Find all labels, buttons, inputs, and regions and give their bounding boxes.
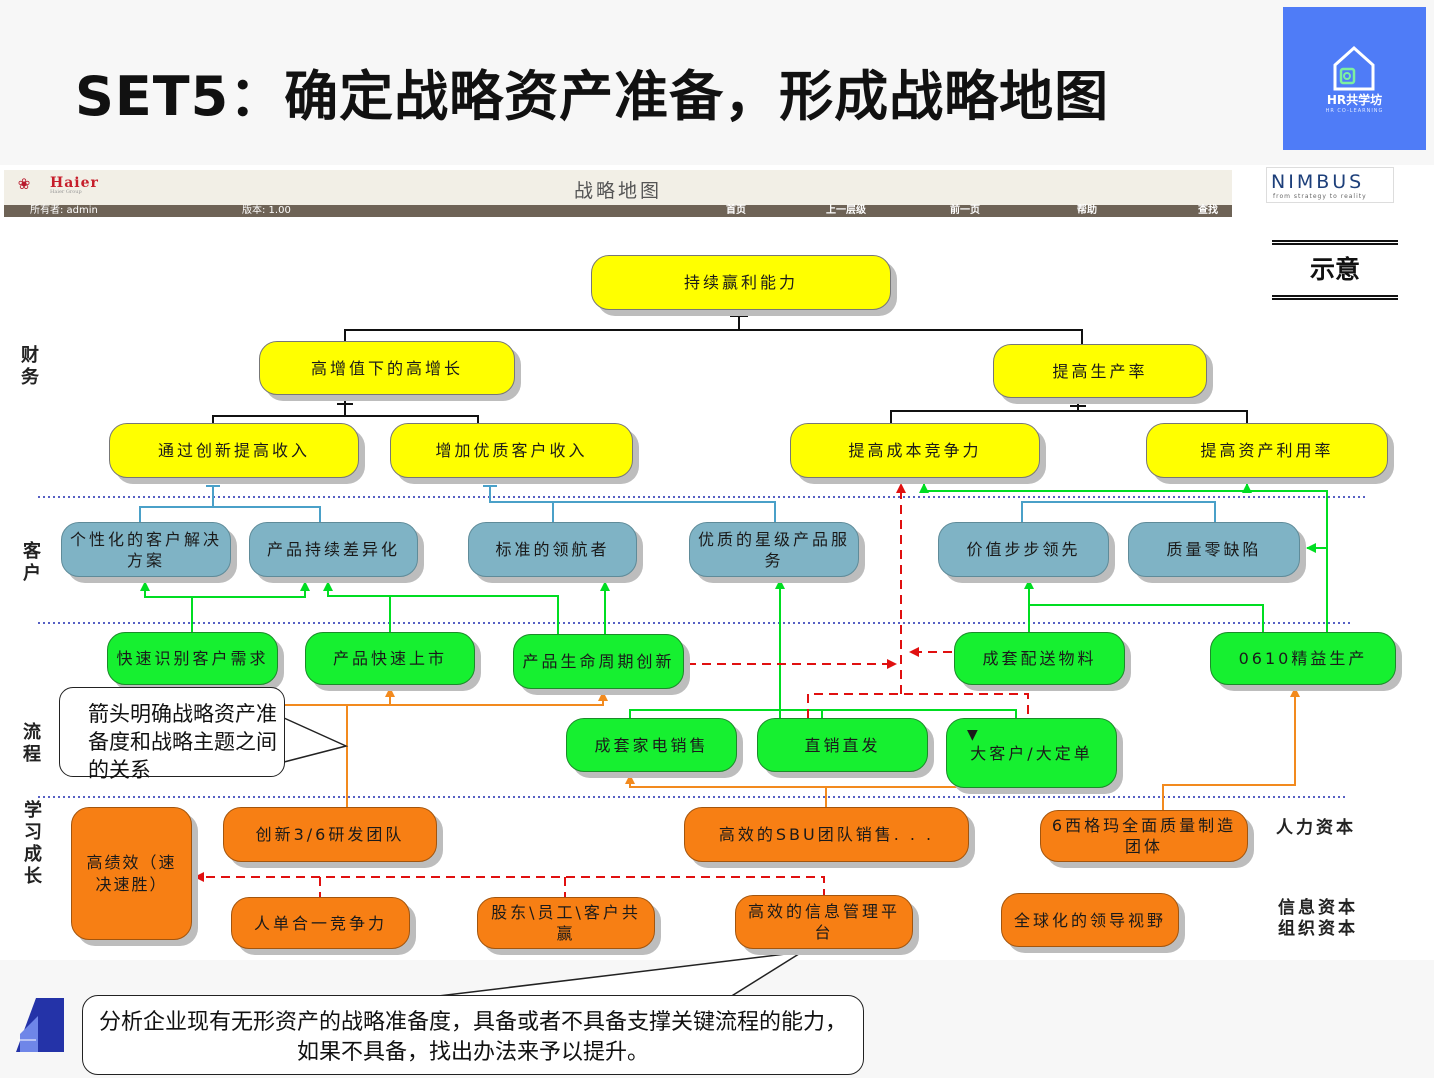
nav-previous-page-link[interactable]: 前一页 <box>950 205 980 216</box>
callout-analysis-note: 分析企业现有无形资产的战略准备度，具备或者不具备支撑关键流程的能力，如果不具备，… <box>82 995 864 1075</box>
learning-to-process-arrows <box>185 687 1300 810</box>
resource-label-human-capital: 人力资本 <box>1276 818 1356 838</box>
customer-to-financial-lines <box>139 485 1216 522</box>
node-win-win[interactable]: 股东\员工\客户共赢 <box>477 897 655 949</box>
logo-text: HR共学坊 <box>1326 93 1383 107</box>
illustration-badge: 示意 <box>1272 240 1398 300</box>
node-high-value-growth[interactable]: 高增值下的高增长 <box>259 341 515 395</box>
resource-label-info-org-capital: 信息资本 组织资本 <box>1278 898 1358 939</box>
haier-subtext: Haier Group <box>50 189 82 195</box>
node-sbu-team[interactable]: 高效的SBU团队销售. . . <box>684 807 969 862</box>
nav-search-link[interactable]: 查找 <box>1198 205 1218 216</box>
owner-label: 所有者: admin <box>30 205 98 216</box>
nav-home-link[interactable]: 首页 <box>726 205 746 216</box>
haier-wordmark: Haier <box>50 175 99 191</box>
nav-help-link[interactable]: 帮助 <box>1077 205 1097 216</box>
layer-label-process: 流 程 <box>23 722 41 765</box>
house-icon <box>1333 45 1375 91</box>
app-topbar <box>4 170 1232 205</box>
node-value-leader[interactable]: 价值步步领先 <box>938 522 1109 577</box>
node-asset-utilization[interactable]: 提高资产利用率 <box>1146 423 1388 478</box>
callout-arrows-note: 箭头明确战略资产准备度和战略主题之间的关系 <box>59 687 285 782</box>
node-improve-productivity[interactable]: 提高生产率 <box>993 344 1207 398</box>
node-key-account-label: 大客户/大定单 <box>970 743 1093 763</box>
node-product-differentiation[interactable]: 产品持续差异化 <box>249 522 418 577</box>
node-global-vision[interactable]: 全球化的领导视野 <box>1001 893 1179 947</box>
node-zero-defect[interactable]: 质量零缺陷 <box>1128 522 1300 577</box>
node-innovation-revenue[interactable]: 通过创新提高收入 <box>109 423 359 478</box>
nimbus-tagline: from strategy to reality <box>1273 193 1367 200</box>
node-personalized-solution[interactable]: 个性化的客户解决方案 <box>61 522 231 577</box>
node-quality-customer-revenue[interactable]: 增加优质客户收入 <box>390 423 633 478</box>
node-lean-production[interactable]: 0610精益生产 <box>1210 632 1396 685</box>
node-six-sigma[interactable]: 6西格玛全面质量制造团体 <box>1040 810 1248 862</box>
layer-label-learning: 学 习 成 长 <box>24 800 42 887</box>
red-dashed-links <box>194 483 1029 898</box>
nav-parent-level-link[interactable]: 上一层级 <box>826 205 866 216</box>
nav-bar <box>4 205 1232 217</box>
down-arrow-icon: ▼ <box>967 727 981 743</box>
version-label: 版本: 1.00 <box>242 205 291 216</box>
nimbus-logo: NIMBUS from strategy to reality <box>1266 167 1394 203</box>
node-key-account[interactable]: ▼ 大客户/大定单 <box>946 718 1117 788</box>
node-person-order[interactable]: 人单合一竞争力 <box>231 897 410 949</box>
node-appliance-sales[interactable]: 成套家电销售 <box>566 718 737 772</box>
callout-bottom-pointer <box>429 951 803 998</box>
node-info-platform[interactable]: 高效的信息管理平台 <box>735 895 913 949</box>
corner-decoration-icon <box>16 998 64 1052</box>
nimbus-wordmark: NIMBUS <box>1271 171 1365 193</box>
haier-logo: ❀ Haier Haier Group <box>6 173 126 199</box>
node-identify-demand[interactable]: 快速识别客户需求 <box>107 632 278 685</box>
node-lifecycle-innovation[interactable]: 产品生命周期创新 <box>513 634 684 689</box>
node-star-service[interactable]: 优质的星级产品服务 <box>689 522 859 577</box>
layer-dividers <box>38 496 1365 798</box>
hr-logo: HR共学坊 HR CO-LEARNING <box>1283 7 1426 150</box>
logo-subtext: HR CO-LEARNING <box>1325 108 1384 114</box>
node-kit-delivery[interactable]: 成套配送物料 <box>954 632 1125 685</box>
node-rd-team[interactable]: 创新3/6研发团队 <box>223 807 437 862</box>
process-to-customer-arrows <box>140 483 1328 718</box>
node-standard-leader[interactable]: 标准的领航者 <box>468 522 637 577</box>
callout-left-pointer <box>283 716 349 763</box>
haier-emblem-icon: ❀ <box>17 175 31 193</box>
node-direct-sales[interactable]: 直销直发 <box>757 718 928 772</box>
node-high-performance[interactable]: 高绩效（速决速胜） <box>71 807 192 940</box>
node-fast-to-market[interactable]: 产品快速上市 <box>305 632 475 685</box>
node-sustained-profitability[interactable]: 持续赢利能力 <box>591 255 891 310</box>
slide-title: SET5：确定战略资产准备，形成战略地图 <box>75 65 1110 128</box>
app-title: 战略地图 <box>574 180 663 202</box>
layer-label-financial: 财 务 <box>21 345 39 388</box>
node-cost-competitiveness[interactable]: 提高成本竞争力 <box>790 423 1040 478</box>
layer-label-customer: 客 户 <box>23 541 41 584</box>
